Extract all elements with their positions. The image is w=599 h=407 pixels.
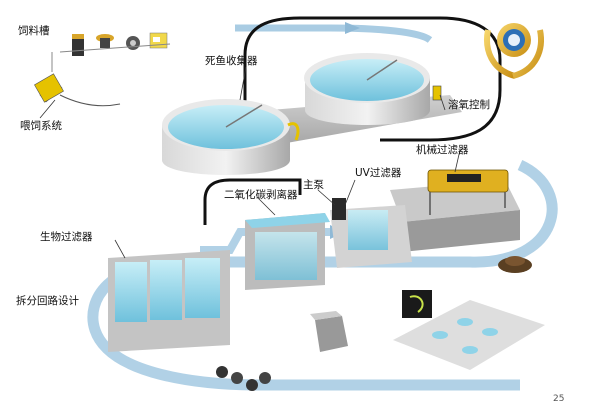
uv-filter-illustration: [330, 198, 412, 268]
top-loop-arrow: [235, 24, 433, 43]
floor-plan-illustration: [393, 300, 545, 370]
bio-filter-illustration: [108, 250, 230, 352]
feed-tank-label: 饲料槽: [18, 25, 50, 37]
co2-stripper-label: 二氧化碳剥离器: [224, 189, 298, 201]
media-rings-icon: [216, 366, 271, 391]
mechanical-filter-illustration: [390, 169, 520, 252]
bio-media-cube-icon: [310, 311, 348, 352]
mechanical-filter-label: 机械过滤器: [416, 144, 469, 156]
sludge-pile-icon: [498, 256, 532, 273]
oxygen-control-units: [287, 85, 442, 141]
pipe-network-lower: [203, 178, 302, 225]
fish-icon: [402, 290, 432, 318]
feed-tank-illustration: [59, 32, 171, 56]
main-pump-label: 主泵: [303, 179, 324, 191]
bio-filter-label: 生物过滤器: [40, 231, 93, 243]
fish-tank-left: [162, 99, 290, 175]
uv-filter-label: UV过滤器: [355, 167, 402, 179]
feeding-system-illustration: [34, 52, 121, 107]
oxygen-control-label: 溶氧控制: [448, 99, 490, 111]
award-laurel-logo-icon: [484, 23, 544, 79]
flow-arrowhead-top: [345, 22, 360, 34]
fish-tank-right: [304, 53, 430, 125]
split-loop-design-label: 拆分回路设计: [16, 295, 79, 307]
dead-fish-collector-label: 死鱼收集器: [205, 55, 258, 67]
page-number: 25: [553, 394, 565, 404]
co2-stripper-illustration: [245, 213, 330, 290]
feeding-system-label: 喂饲系统: [20, 120, 62, 132]
leader-lines: [39, 66, 461, 259]
